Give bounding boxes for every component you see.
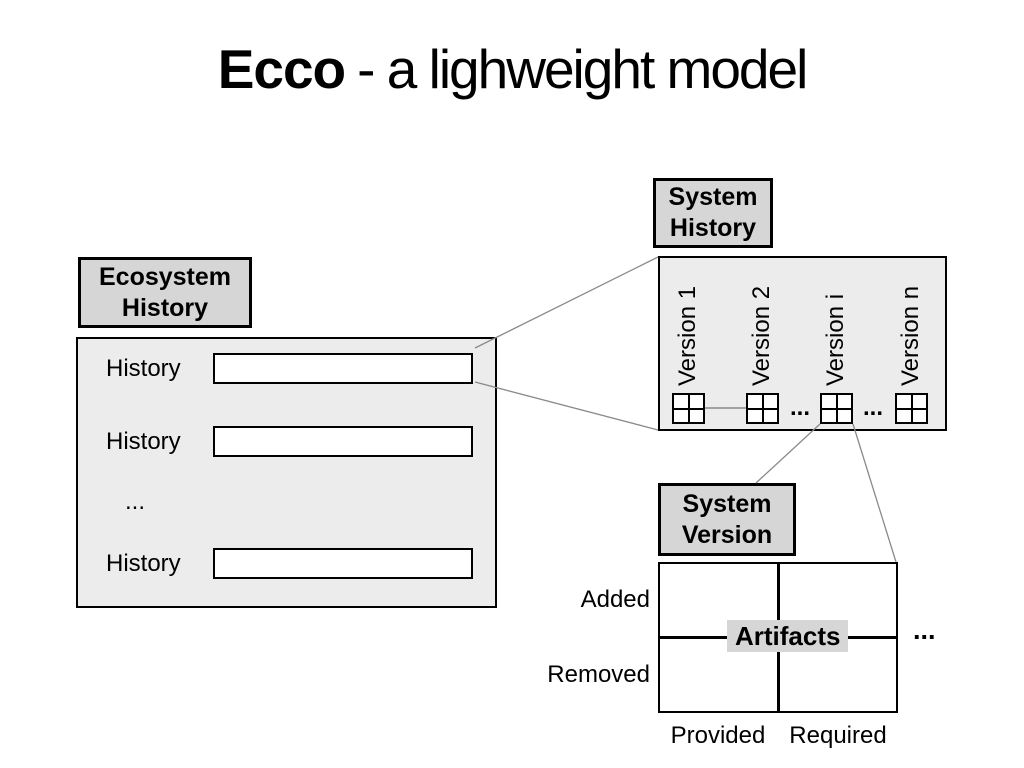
system-version-label-line2: Version [681, 520, 773, 549]
matrix-ellipsis: ... [913, 615, 936, 645]
version-ellipsis: ... [790, 394, 811, 421]
matrix-row-label-removed: Removed [547, 661, 650, 688]
version-node-icon [672, 393, 705, 424]
system-history-label-line1: System [668, 183, 758, 211]
system-history-label-line2: History [669, 214, 757, 242]
ecosystem-history-label-line2: History [121, 293, 209, 322]
version-label: Version 2 [748, 285, 775, 386]
page-title: Ecco- a lighweight model [0, 38, 1024, 101]
matrix-col-label-provided: Provided [670, 722, 766, 749]
artifacts-center-label: Artifacts [727, 620, 849, 652]
history-row-label: History [106, 355, 181, 382]
ecosystem-history-label: Ecosystem History [78, 257, 252, 328]
version-label: Version n [897, 285, 924, 386]
history-ellipsis: ... [125, 488, 146, 515]
system-history-panel: Version 1 Version 2 Version i Version n … [658, 256, 947, 431]
history-slot [213, 548, 473, 579]
matrix-row-label-added: Added [580, 586, 650, 613]
version-label: Version 1 [674, 285, 701, 386]
matrix-col-label-required: Required [789, 722, 887, 749]
history-row-label: History [106, 428, 181, 455]
history-row-label: History [106, 550, 181, 577]
system-version-label-line1: System [682, 489, 772, 518]
system-version-label: System Version [658, 483, 796, 556]
version-node-icon [895, 393, 928, 424]
version-ellipsis: ... [863, 394, 884, 421]
title-subtitle: - a lighweight model [357, 38, 808, 100]
ecosystem-history-label-line1: Ecosystem [98, 262, 232, 291]
version-node-icon [746, 393, 779, 424]
title-brand: Ecco [217, 38, 346, 100]
version-label: Version i [822, 293, 849, 386]
ecosystem-history-panel: History History ... History [76, 337, 497, 608]
system-history-label: System History [653, 178, 773, 248]
version-node-icon [820, 393, 853, 424]
history-slot [213, 353, 473, 384]
history-slot [213, 426, 473, 457]
